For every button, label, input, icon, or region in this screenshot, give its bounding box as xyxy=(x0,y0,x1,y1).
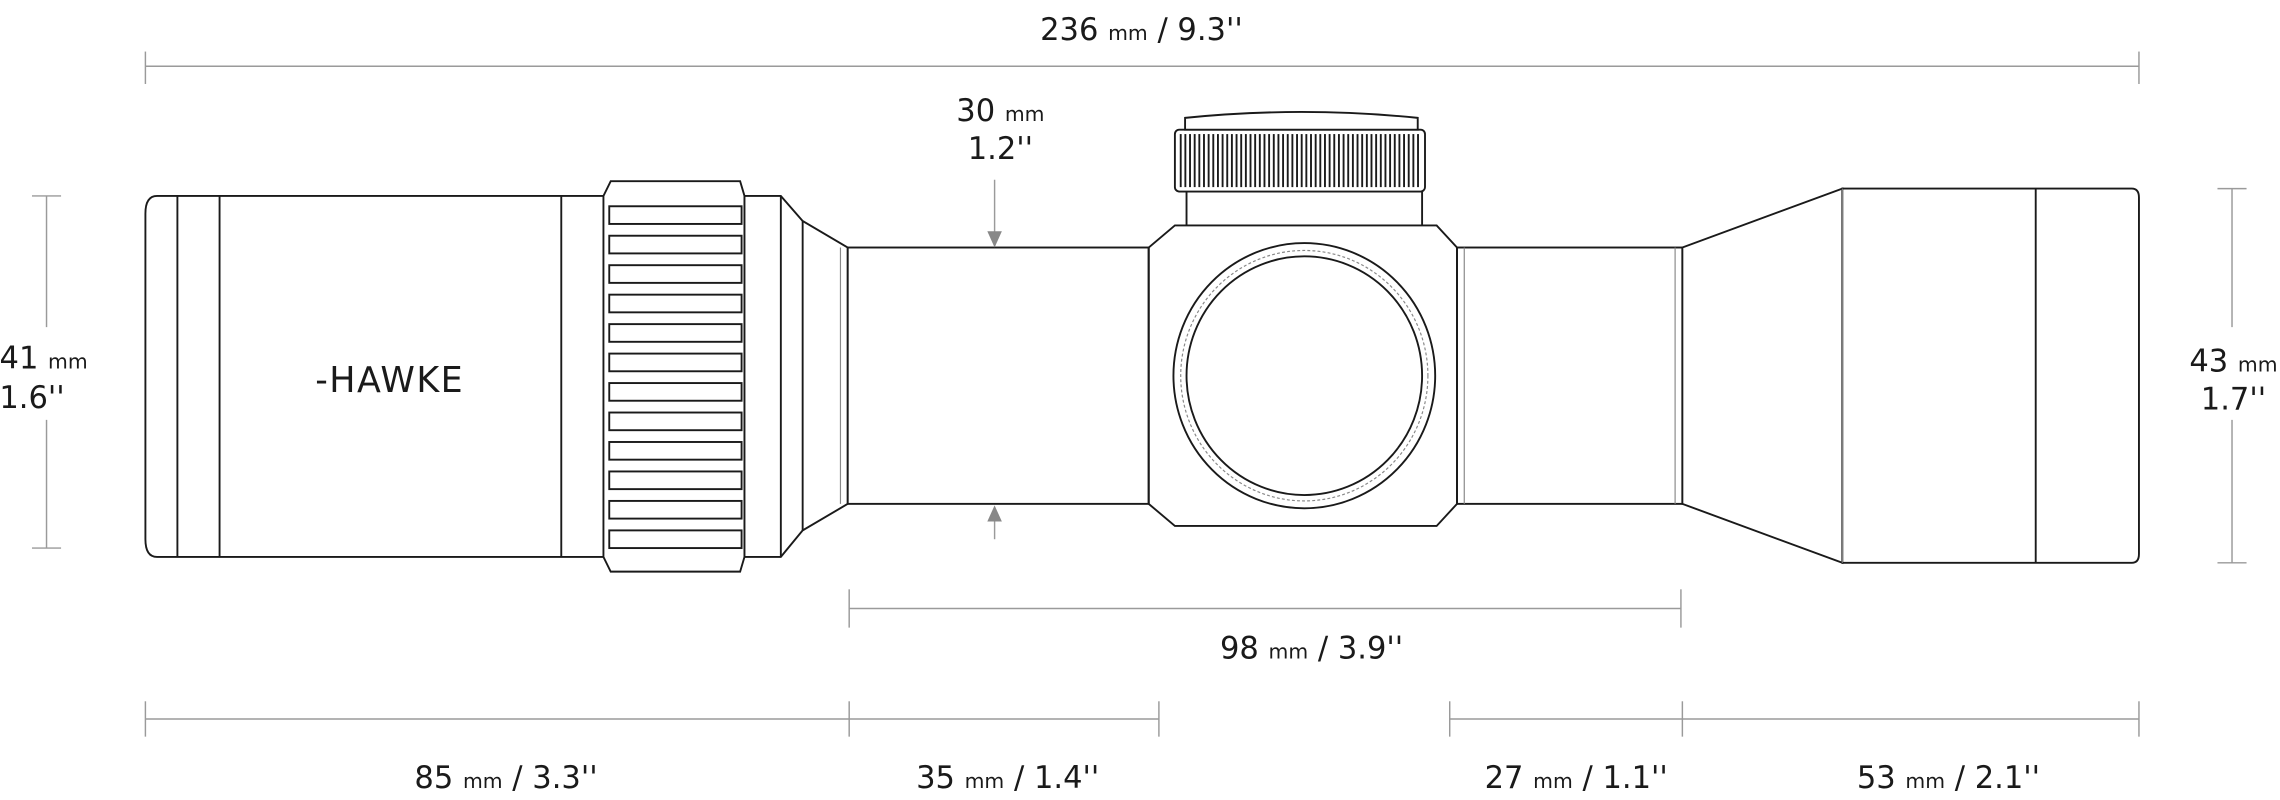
focus-ring-rib xyxy=(608,499,743,520)
focus-ring-rib xyxy=(608,411,743,432)
svg-text:1.2'': 1.2'' xyxy=(968,131,1033,167)
main-tube-front xyxy=(846,246,1150,505)
elevation-turret xyxy=(1173,111,1426,228)
objective-cone xyxy=(1681,187,1844,565)
tube-diameter-dimension: 30 mm 1.2'' xyxy=(956,93,1045,540)
focus-ring-rib xyxy=(608,293,743,314)
focus-ring-rib xyxy=(608,470,743,491)
focus-ring xyxy=(602,180,746,573)
focus-ring-rib xyxy=(608,323,743,343)
eyepiece: -HAWKE xyxy=(144,194,605,558)
focus-ring-rib xyxy=(608,264,743,284)
svg-text:1.6'': 1.6'' xyxy=(0,380,65,416)
objective-diameter-dimension: 43 mm 1.7'' xyxy=(2189,187,2278,564)
focus-ring-rib xyxy=(608,205,743,225)
svg-text:98 mm / 3.9'': 98 mm / 3.9'' xyxy=(1220,630,1403,666)
eyepiece-diameter-dimension: 41 mm 1.6'' xyxy=(0,195,88,549)
eyepiece-cone xyxy=(743,194,849,558)
focus-ring-rib xyxy=(608,529,743,550)
svg-text:85 mm / 3.3'': 85 mm / 3.3'' xyxy=(414,760,597,796)
svg-text:236 mm / 9.3'': 236 mm / 9.3'' xyxy=(1040,12,1243,48)
section-length-dimensions: 85 mm / 3.3'' 35 mm / 1.4'' 27 mm / 1.1'… xyxy=(144,701,2140,796)
main-tube-rear xyxy=(1456,246,1684,505)
mounting-length-dimension: 98 mm / 3.9'' xyxy=(848,589,1682,667)
svg-text:41 mm: 41 mm xyxy=(0,340,88,376)
brand-logo: -HAWKE xyxy=(315,360,464,401)
svg-text:27 mm / 1.1'': 27 mm / 1.1'' xyxy=(1485,760,1668,796)
svg-text:30 mm: 30 mm xyxy=(956,93,1044,129)
focus-ring-rib xyxy=(608,441,743,461)
focus-ring-rib xyxy=(608,352,743,373)
svg-text:53 mm / 2.1'': 53 mm / 2.1'' xyxy=(1857,760,2040,796)
turret-saddle xyxy=(1147,224,1458,527)
svg-text:35 mm / 1.4'': 35 mm / 1.4'' xyxy=(916,760,1099,796)
svg-text:1.7'': 1.7'' xyxy=(2201,381,2266,417)
objective-bell xyxy=(1841,187,2140,564)
focus-ring-rib xyxy=(608,382,743,402)
svg-text:43 mm: 43 mm xyxy=(2189,343,2277,379)
overall-length-dimension: 236 mm / 9.3'' xyxy=(144,12,2140,84)
focus-ring-rib xyxy=(608,234,743,255)
